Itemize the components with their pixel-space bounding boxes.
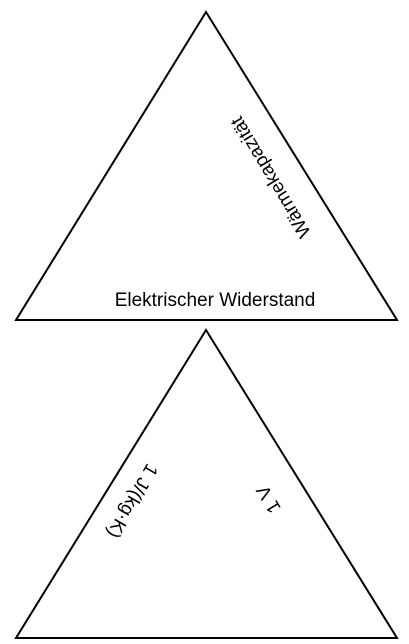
triangle-card-top-outline	[14, 10, 399, 321]
triangle-card-bottom-outline	[14, 328, 399, 639]
triangle-card-bottom: 1 J/(kg·K) 1 V	[14, 328, 399, 639]
label-elektrischer-widerstand: Elektrischer Widerstand	[115, 290, 316, 311]
triangle-card-top: Elektrischer Widerstand Wärmekapazität	[14, 10, 399, 321]
